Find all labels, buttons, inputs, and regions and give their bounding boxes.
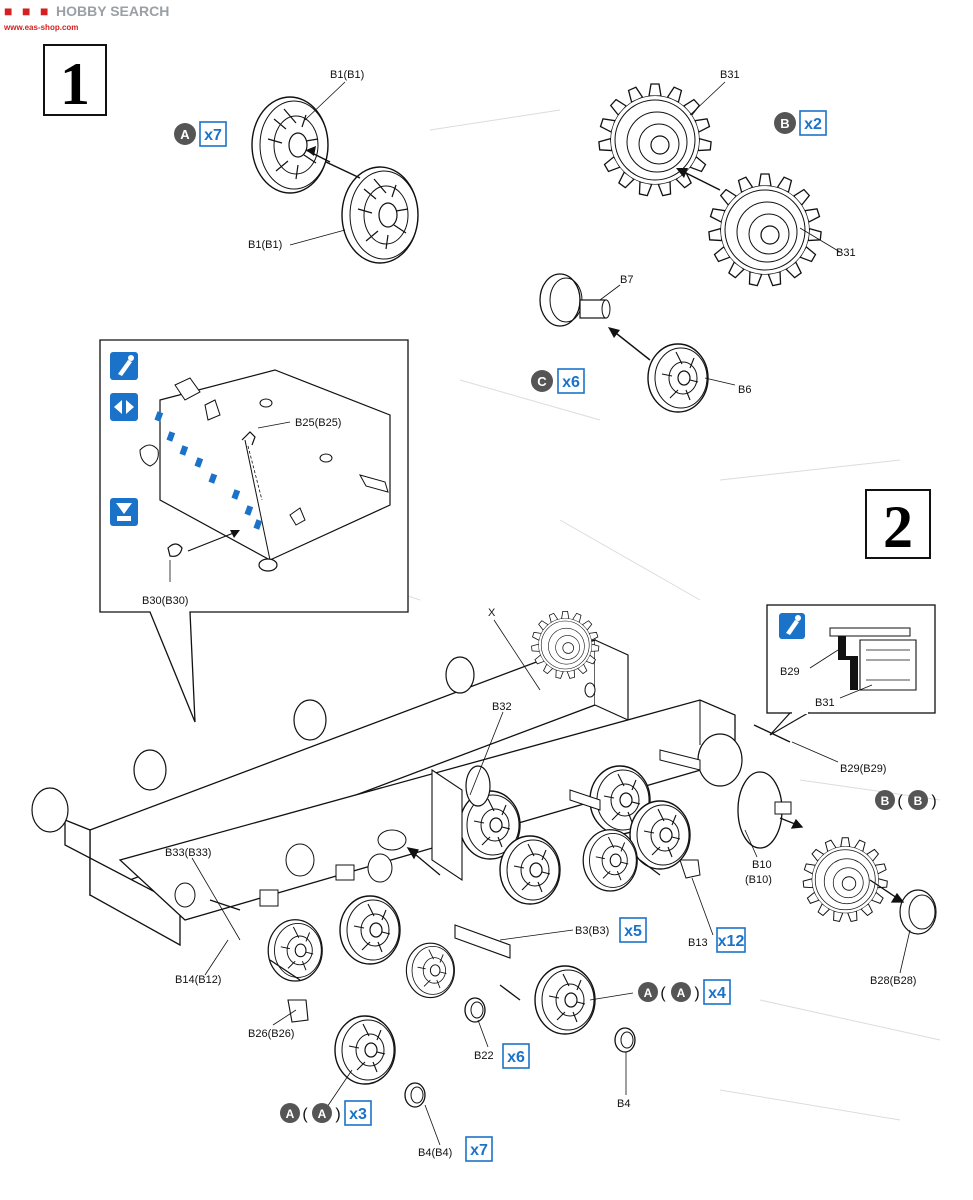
svg-text:(: ( — [897, 793, 903, 810]
remove-icon — [110, 498, 138, 526]
quantity-badge-b: B x2 — [774, 110, 827, 136]
watermark-brand: HOBBY SEARCH — [56, 3, 169, 19]
part-label: B4(B4) — [418, 1147, 452, 1159]
quantity-text: x7 — [470, 1142, 488, 1159]
quantity-badge-a: A x7 — [174, 121, 227, 147]
part-label: B14(B12) — [175, 974, 221, 986]
qty-aa4: A ( A ) x4 — [638, 979, 731, 1005]
sprocket-pair: B31 B31 — [598, 69, 856, 287]
part-label: B31 — [836, 247, 856, 259]
part-label: B3(B3) — [575, 925, 609, 937]
suspension-wheels — [174, 724, 937, 1108]
quantity-text: x3 — [349, 1106, 367, 1123]
quantity-text: x5 — [624, 923, 642, 940]
step-1-marker: 1 — [43, 44, 107, 117]
quantity-badge-c: C x6 — [531, 368, 585, 394]
part-label: B4 — [617, 1098, 630, 1110]
step-number: 1 — [60, 51, 90, 117]
part-label: B25(B25) — [295, 417, 341, 429]
svg-text:■: ■ — [22, 3, 30, 19]
svg-text:■: ■ — [4, 3, 12, 19]
svg-text:): ) — [335, 1106, 340, 1123]
part-label: B32 — [492, 701, 512, 713]
part-label: B1(B1) — [330, 69, 364, 81]
glue-icon — [110, 352, 138, 380]
step-number: 2 — [883, 494, 913, 560]
quantity-text: x6 — [562, 374, 580, 391]
badge-letter: B — [881, 794, 890, 808]
badge-letter: A — [180, 127, 190, 142]
drill-icon — [110, 393, 138, 421]
idler-hub-assembly: B7 B6 — [539, 273, 751, 413]
part-label: B33(B33) — [165, 847, 211, 859]
glue-icon — [779, 613, 805, 639]
qty-b3: x5 — [619, 917, 647, 943]
assembly-arrows — [209, 817, 905, 1001]
part-label: B26(B26) — [248, 1028, 294, 1040]
part-label: B29 — [780, 666, 800, 678]
road-wheel-pair: B1(B1) B1(B1) — [248, 69, 419, 264]
part-label: B31 — [720, 69, 740, 81]
svg-text:): ) — [694, 985, 699, 1002]
badge-letter: A — [677, 986, 686, 1000]
leader-lines — [191, 711, 911, 1146]
badge-letter: A — [644, 986, 653, 1000]
part-label: B10 — [752, 859, 772, 871]
svg-text:(: ( — [660, 985, 666, 1002]
quantity-text: x12 — [718, 933, 745, 950]
step-2-labels: B32 B29(B29) B33(B33) B10 (B10) B3(B3) B… — [165, 701, 916, 1159]
badge-letter: A — [318, 1107, 327, 1121]
qty-bb: B ( B ) — [875, 790, 937, 810]
qty-aa3: A ( A ) x3 — [280, 1100, 372, 1126]
part-label: (B10) — [745, 874, 772, 886]
svg-text:■: ■ — [40, 3, 48, 19]
part-label: B30(B30) — [142, 595, 188, 607]
hull-label: X — [488, 607, 496, 619]
qty-b4: x7 — [465, 1136, 493, 1162]
part-label: B29(B29) — [840, 763, 886, 775]
watermark-url: www.eas-shop.com — [3, 23, 78, 32]
part-label: B6 — [738, 384, 751, 396]
back-road-wheels — [31, 656, 475, 833]
qty-b22: x6 — [502, 1043, 530, 1069]
badge-letter: A — [286, 1107, 295, 1121]
sprocket-detail-inset: B29 B31 — [766, 604, 936, 736]
part-label: B31 — [815, 697, 835, 709]
part-label: B7 — [620, 274, 633, 286]
part-label: B13 — [688, 937, 708, 949]
part-label: B28(B28) — [870, 975, 916, 987]
badge-letter: B — [780, 116, 789, 131]
quantity-text: x6 — [507, 1049, 525, 1066]
quantity-text: x7 — [204, 127, 222, 144]
svg-text:(: ( — [302, 1106, 308, 1123]
quantity-text: x4 — [708, 985, 726, 1002]
quantity-text: x2 — [804, 116, 822, 133]
hull-lower: X — [31, 607, 743, 947]
watermark: ■ ■ ■ HOBBY SEARCH www.eas-shop.com — [0, 0, 169, 32]
detail-inset: B25(B25) B30(B30) — [99, 339, 409, 723]
qty-b13: x12 — [716, 927, 746, 953]
part-label: B1(B1) — [248, 239, 282, 251]
step-2-marker: 2 — [865, 489, 931, 560]
badge-letter: C — [537, 374, 547, 389]
svg-text:): ) — [931, 793, 936, 810]
badge-letter: B — [914, 794, 923, 808]
part-label: B22 — [474, 1050, 494, 1062]
